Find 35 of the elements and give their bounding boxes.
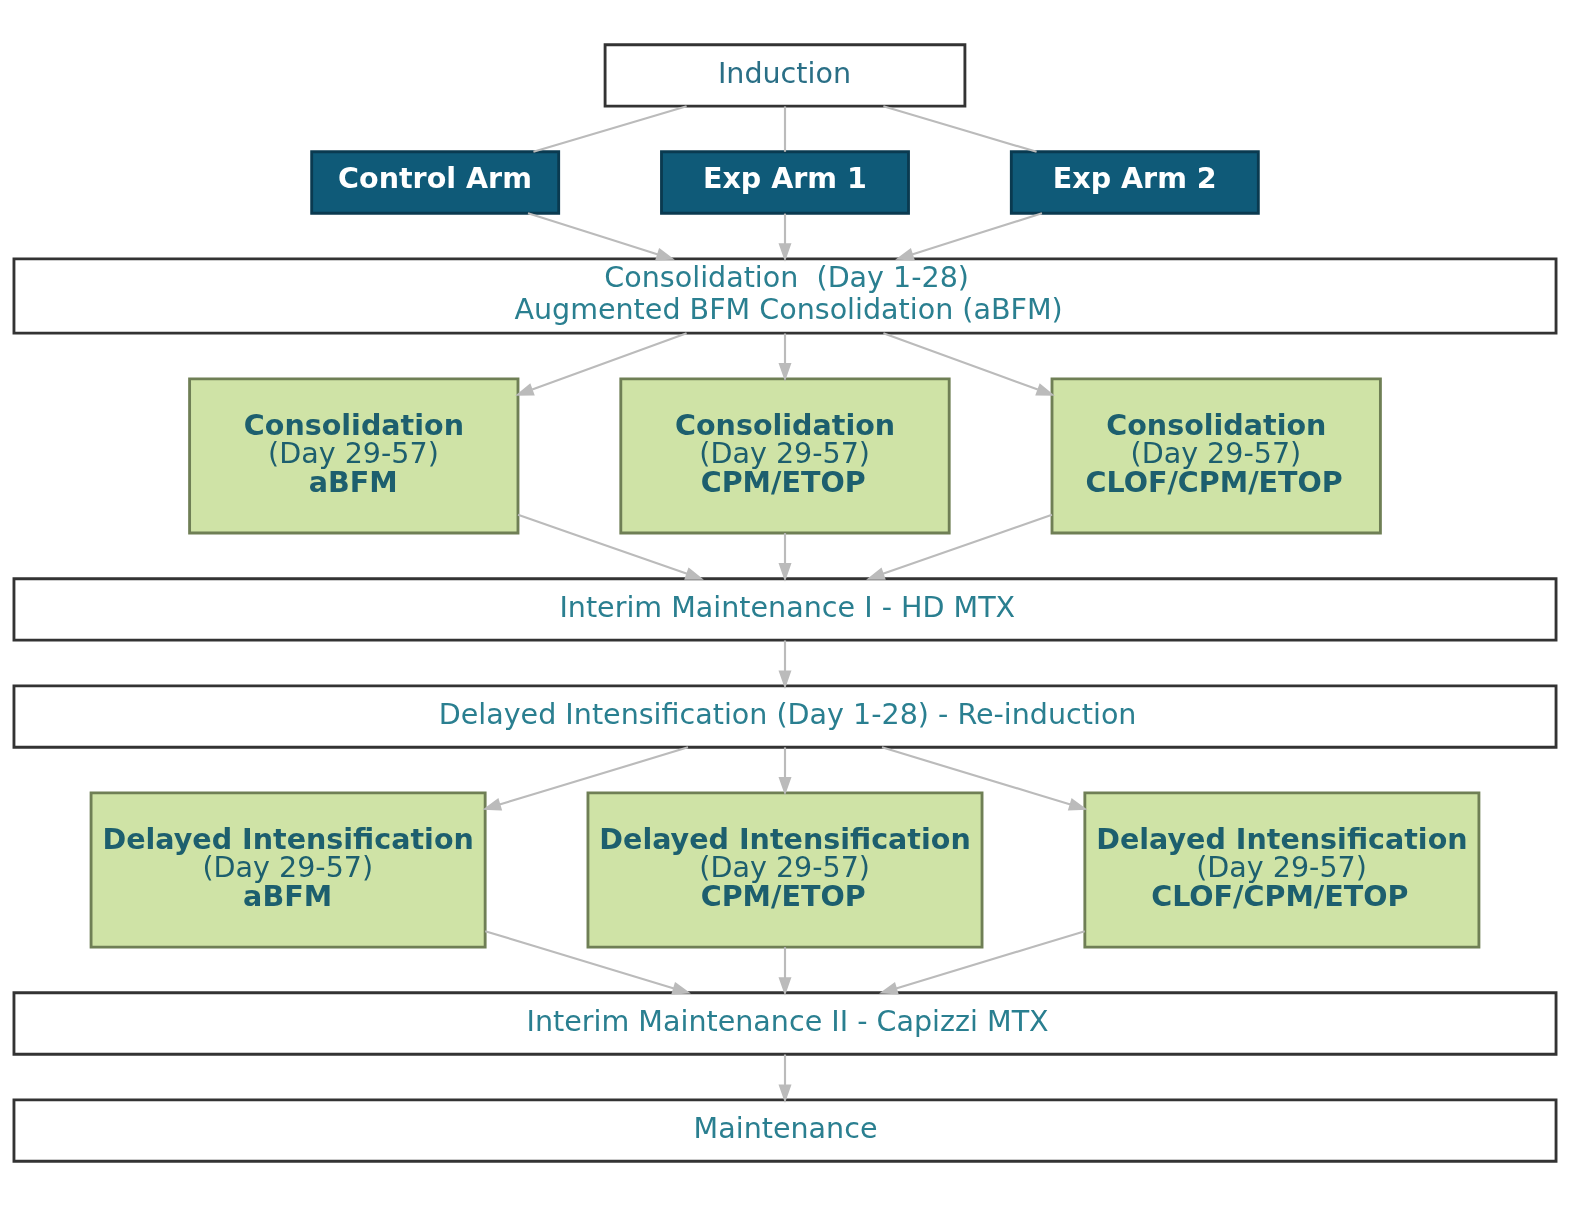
arrow <box>883 331 1055 396</box>
arrow <box>515 331 687 396</box>
node-box: Control Arm <box>310 149 561 215</box>
node-box: Consolidation (Day 29-57) CPM/ETOP <box>619 376 951 534</box>
node-box: Delayed Intensification (Day 29-57) CLOF/CPM/ETOP <box>1083 790 1481 949</box>
node-box: Induction <box>603 42 967 108</box>
arrow <box>778 532 792 582</box>
arrow <box>778 213 792 262</box>
arrow <box>778 746 792 796</box>
arrow <box>866 513 1053 580</box>
node-box: Delayed Intensification (Day 29-57) aBFM <box>89 790 487 949</box>
node-box: Exp Arm 2 <box>1009 149 1260 215</box>
node-box: Maintenance <box>12 1097 1558 1163</box>
arrow <box>778 946 792 996</box>
arrow <box>778 639 792 689</box>
connector <box>533 104 687 153</box>
node-box: Delayed Intensification (Day 29-57) CPM/ETOP <box>586 790 984 949</box>
arrow <box>482 745 689 810</box>
node-box: Exp Arm 1 <box>660 149 910 215</box>
node-box: Delayed Intensification (Day 1-28) - Re-induction <box>12 683 1558 749</box>
arrow <box>895 211 1043 260</box>
arrow <box>881 745 1088 810</box>
arrow <box>527 211 675 260</box>
connector <box>783 105 787 152</box>
node-box: Interim Maintenance I - HD MTX <box>12 576 1558 642</box>
arrow <box>484 929 691 994</box>
node-box: Consolidation (Day 1-28) Augmented BFM Consolidation (aBFM) <box>12 256 1558 335</box>
arrow <box>879 929 1086 994</box>
node-box: Consolidation (Day 29-57) CLOF/CPM/ETOP <box>1050 376 1382 534</box>
arrow <box>778 1054 792 1103</box>
arrow <box>517 513 704 580</box>
node-box: Consolidation (Day 29-57) aBFM <box>188 376 520 534</box>
arrow <box>778 333 792 382</box>
node-box: Interim Maintenance II - Capizzi MTX <box>12 990 1558 1056</box>
connector <box>883 104 1037 153</box>
